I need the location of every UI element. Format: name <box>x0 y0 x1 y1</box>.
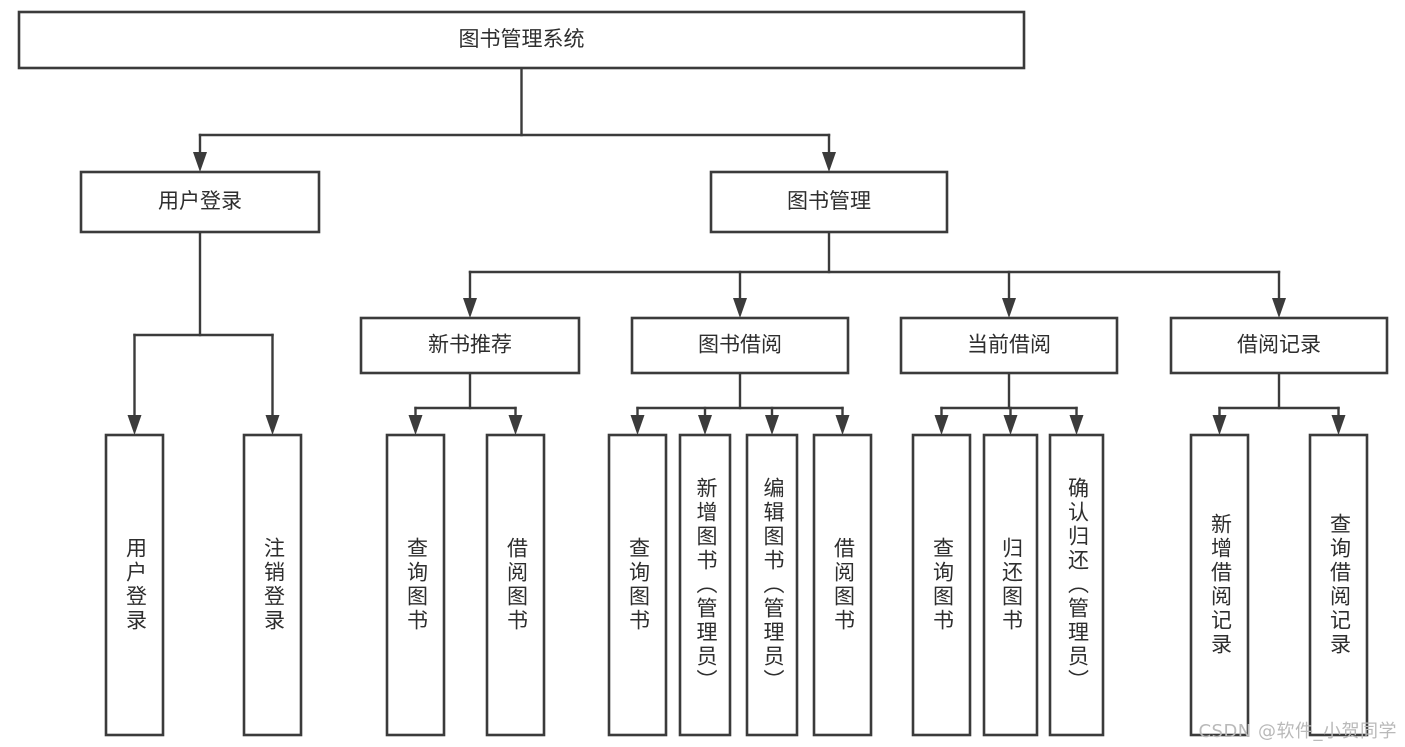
arrow-head <box>765 415 779 435</box>
node-l-confirm-return[interactable]: 确认归还（管理员） <box>1048 433 1105 737</box>
node-box-l-return-book[interactable] <box>982 433 1039 737</box>
node-label-new-book-rec: 新书推荐 <box>428 333 512 357</box>
node-leaf-user-logout[interactable]: 注销登录 <box>242 433 303 737</box>
node-label-l-borrow-book-2: 借阅图书 <box>832 537 856 633</box>
node-box-l-borrow-book-2[interactable] <box>812 433 873 737</box>
node-box-l-query-record[interactable] <box>1308 433 1369 737</box>
node-box-l-borrow-book-1[interactable] <box>485 433 546 737</box>
node-box-l-query-book-3[interactable] <box>911 433 972 737</box>
node-label-l-query-book-1: 查询图书 <box>405 537 429 633</box>
node-box-book-manage[interactable] <box>709 170 949 234</box>
arrow-head <box>1002 298 1016 318</box>
arrow-head <box>127 415 142 435</box>
node-l-return-book[interactable]: 归还图书 <box>982 433 1039 737</box>
node-label-leaf-user-logout: 注销登录 <box>262 537 286 633</box>
node-l-query-book-2[interactable]: 查询图书 <box>607 433 668 737</box>
node-box-l-edit-book[interactable] <box>745 433 799 737</box>
node-l-add-record[interactable]: 新增借阅记录 <box>1189 433 1250 737</box>
arrow-head <box>193 152 207 172</box>
node-box-l-confirm-return[interactable] <box>1048 433 1105 737</box>
node-label-book-manage: 图书管理 <box>787 189 871 213</box>
node-l-borrow-book-1[interactable]: 借阅图书 <box>485 433 546 737</box>
arrow-head <box>822 152 836 172</box>
arrow-head <box>1069 415 1084 435</box>
node-label-user-login: 用户登录 <box>158 189 242 213</box>
node-box-l-query-book-2[interactable] <box>607 433 668 737</box>
arrow-head <box>1331 415 1346 435</box>
node-user-login[interactable]: 用户登录 <box>79 170 321 234</box>
node-box-new-book-rec[interactable] <box>359 316 581 375</box>
node-label-borrow-record: 借阅记录 <box>1237 333 1321 357</box>
node-current-borrow[interactable]: 当前借阅 <box>899 316 1119 375</box>
node-label-l-add-record: 新增借阅记录 <box>1209 513 1233 657</box>
node-label-l-edit-book: 编辑图书（管理员） <box>761 477 785 693</box>
node-book-borrow[interactable]: 图书借阅 <box>630 316 850 375</box>
node-l-borrow-book-2[interactable]: 借阅图书 <box>812 433 873 737</box>
node-box-leaf-user-login[interactable] <box>104 433 165 737</box>
node-box-book-borrow[interactable] <box>630 316 850 375</box>
node-box-user-login[interactable] <box>79 170 321 234</box>
node-label-l-query-book-3: 查询图书 <box>931 537 955 633</box>
arrow-head <box>1272 298 1286 318</box>
node-box-l-query-book-1[interactable] <box>385 433 446 737</box>
node-label-root: 图书管理系统 <box>459 27 585 51</box>
node-label-l-return-book: 归还图书 <box>1000 537 1024 633</box>
node-box-current-borrow[interactable] <box>899 316 1119 375</box>
arrow-head <box>1212 415 1227 435</box>
connector-layer <box>127 66 1346 435</box>
arrow-head <box>508 415 523 435</box>
node-borrow-record[interactable]: 借阅记录 <box>1169 316 1389 375</box>
node-new-book-rec[interactable]: 新书推荐 <box>359 316 581 375</box>
arrow-head <box>698 415 712 435</box>
node-l-edit-book[interactable]: 编辑图书（管理员） <box>745 433 799 737</box>
arrow-head <box>733 298 747 318</box>
arrow-head <box>630 415 645 435</box>
node-box-l-add-book[interactable] <box>678 433 732 737</box>
node-book-manage[interactable]: 图书管理 <box>709 170 949 234</box>
node-label-l-add-book: 新增图书（管理员） <box>694 477 718 693</box>
node-l-query-record[interactable]: 查询借阅记录 <box>1308 433 1369 737</box>
arrow-head <box>934 415 949 435</box>
node-box-root[interactable] <box>17 10 1026 70</box>
watermark-label: CSDN @软件_小贺同学 <box>1198 721 1397 742</box>
node-l-query-book-3[interactable]: 查询图书 <box>911 433 972 737</box>
node-label-l-borrow-book-1: 借阅图书 <box>505 537 529 633</box>
arrow-head <box>835 415 850 435</box>
arrow-head <box>463 298 477 318</box>
node-label-leaf-user-login: 用户登录 <box>124 537 148 633</box>
arrow-head <box>408 415 423 435</box>
node-layer: 图书管理系统用户登录图书管理新书推荐图书借阅当前借阅借阅记录用户登录注销登录查询… <box>17 10 1389 737</box>
node-l-query-book-1[interactable]: 查询图书 <box>385 433 446 737</box>
node-l-add-book[interactable]: 新增图书（管理员） <box>678 433 732 737</box>
node-label-l-confirm-return: 确认归还（管理员） <box>1066 477 1090 693</box>
node-leaf-user-login[interactable]: 用户登录 <box>104 433 165 737</box>
node-label-l-query-record: 查询借阅记录 <box>1328 513 1352 657</box>
node-label-current-borrow: 当前借阅 <box>967 333 1051 357</box>
node-box-l-add-record[interactable] <box>1189 433 1250 737</box>
node-root[interactable]: 图书管理系统 <box>17 10 1026 70</box>
node-box-leaf-user-logout[interactable] <box>242 433 303 737</box>
arrow-head <box>265 415 280 435</box>
node-label-book-borrow: 图书借阅 <box>698 333 782 357</box>
node-box-borrow-record[interactable] <box>1169 316 1389 375</box>
node-label-l-query-book-2: 查询图书 <box>627 537 651 633</box>
arrow-head <box>1003 415 1018 435</box>
